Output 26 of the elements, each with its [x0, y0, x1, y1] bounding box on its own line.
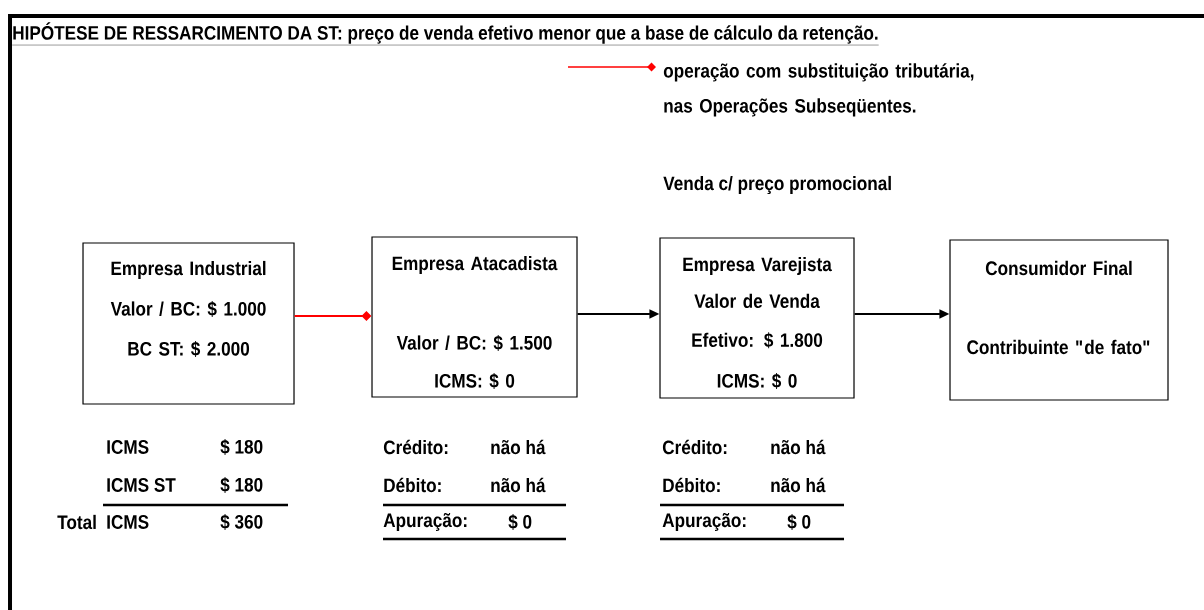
label: Total: [57, 514, 96, 530]
title: HIPÓTESE DE RESSARCIMENTO DA ST: preço de venda efetivo menor que a base de cálculo da retenção.: [12, 22, 879, 46]
label: Crédito:: [662, 439, 727, 455]
process-box: Empresa Industrial Valor / BC: $ 1.000 BC ST: $ 2.000: [82, 242, 295, 405]
legend-text: operação com substituição tributária, nas Operações Subseqüentes.: [663, 63, 974, 117]
label: ICMS: [107, 440, 149, 454]
label: não há: [771, 477, 826, 493]
label: Débito:: [663, 477, 720, 493]
label: ICMS ST: [107, 478, 176, 492]
label: Apuração:: [383, 512, 467, 532]
label: Apuração:: [662, 512, 746, 532]
process-box: Empresa Varejista Valor de Venda Efetivo: $ 1.800 ICMS: $ 0: [659, 237, 855, 399]
label: $ 0: [508, 514, 532, 530]
label: não há: [491, 439, 546, 455]
label: Crédito:: [383, 439, 448, 455]
label: $ 180: [220, 439, 263, 455]
label: $ 360: [220, 514, 263, 530]
label: não há: [491, 477, 546, 493]
label: $ 180: [220, 477, 263, 493]
process-box: Consumidor Final Contribuinte "de fato": [949, 239, 1169, 401]
label: Venda c/ preço promocional: [663, 175, 891, 195]
process-box: Empresa Atacadista Valor / BC: $ 1.500 ICMS: $ 0: [371, 236, 578, 398]
label: não há: [771, 439, 826, 455]
label: $ 0: [787, 514, 811, 530]
label: Débito:: [384, 477, 441, 493]
label: ICMS: [107, 515, 149, 529]
